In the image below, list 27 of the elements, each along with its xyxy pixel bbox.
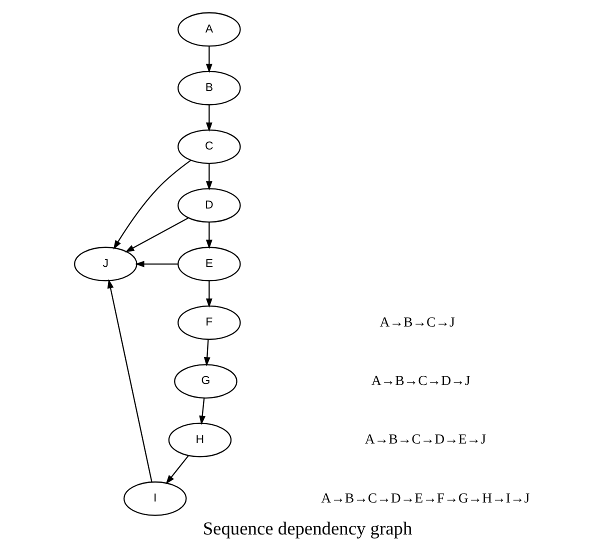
arrow xyxy=(124,217,188,252)
arrow xyxy=(205,164,212,190)
node-ellipse: A xyxy=(177,12,240,47)
label: A→B→C→D→E→J xyxy=(364,432,486,447)
node-ellipse: E xyxy=(177,246,240,282)
node-ellipse: C xyxy=(177,129,240,164)
node-ellipse: D xyxy=(177,188,240,223)
arrow xyxy=(112,160,191,250)
arrow xyxy=(198,398,206,425)
arrow xyxy=(134,260,178,268)
arrow xyxy=(205,280,212,308)
label: A→B→C→J xyxy=(379,314,454,330)
label: A→B→C→D→J xyxy=(370,372,470,388)
caption: Sequence dependency graph xyxy=(202,518,412,539)
node-ellipse: I xyxy=(122,481,186,516)
node-ellipse: J xyxy=(74,246,137,282)
node-ellipse: H xyxy=(168,422,232,458)
arrow xyxy=(106,279,152,482)
arrow xyxy=(165,455,188,484)
label: A→B→C→D→E→F→G→H→I→J xyxy=(320,490,530,506)
node-ellipse: G xyxy=(174,364,237,399)
node-ellipse: B xyxy=(177,70,240,106)
arrow xyxy=(205,46,212,74)
node-ellipse: F xyxy=(177,305,240,340)
arrow xyxy=(205,104,212,132)
arrow xyxy=(205,222,212,250)
arrow xyxy=(203,340,210,366)
